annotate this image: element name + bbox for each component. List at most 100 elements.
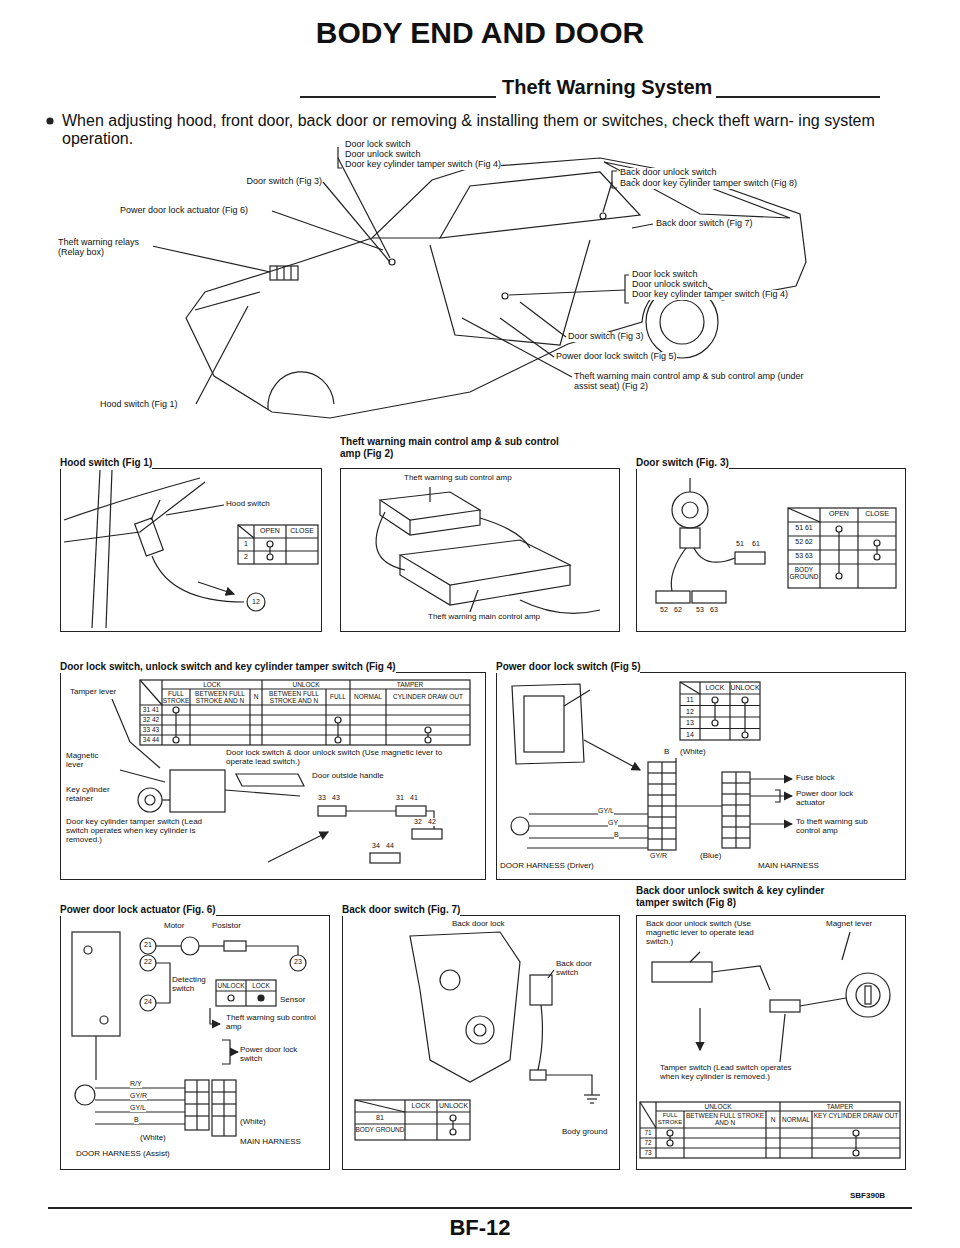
page-title: BODY END AND DOOR bbox=[40, 16, 920, 49]
part-label: Tamper switch (Lead switch operates when… bbox=[660, 1064, 800, 1082]
wire-code: (White) bbox=[680, 748, 706, 757]
table-cell: 71 bbox=[640, 1129, 656, 1136]
callout: Door lock switch bbox=[345, 140, 411, 150]
table-cell: 33 43 bbox=[140, 726, 162, 733]
callout: Theft warning main control amp & sub con… bbox=[574, 372, 804, 392]
part-label: Tamper lever bbox=[70, 688, 116, 697]
wire-code: (Blue) bbox=[700, 852, 721, 861]
table-cell: BODY GROUND bbox=[788, 566, 820, 580]
part-label: Posistor bbox=[212, 922, 241, 931]
figure-heading: Power door lock actuator (Fig. 6) bbox=[60, 904, 216, 916]
table-cell: N bbox=[250, 693, 262, 700]
part-label: Back door lock bbox=[452, 920, 504, 929]
part-label: Door lock switch & door unlock switch (U… bbox=[226, 749, 466, 767]
harness-name: MAIN HARNESS bbox=[758, 862, 819, 871]
table-cell: NORMAL bbox=[350, 693, 386, 700]
figure-code: SBF390B bbox=[850, 1192, 885, 1201]
connector-number: 61 bbox=[752, 540, 760, 548]
figure-heading: Theft warning main control amp & sub con… bbox=[340, 436, 580, 460]
callout: Door key cylinder tamper switch (Fig 4) bbox=[632, 290, 788, 300]
figure-panel: Theft warning main control amp & sub con… bbox=[340, 436, 620, 632]
table-cell: OPEN bbox=[820, 510, 858, 518]
table-cell: BETWEEN FULL STROKE AND N bbox=[684, 1112, 766, 1126]
table-cell: CLOSE bbox=[858, 510, 896, 518]
wire-code: (White) bbox=[240, 1118, 266, 1127]
table-cell: LOCK bbox=[162, 681, 262, 688]
part-label: Magnetic lever bbox=[66, 752, 116, 770]
part-label: Fuse block bbox=[796, 774, 835, 783]
connector-number: 51 bbox=[736, 540, 744, 548]
table-cell: BETWEEN FULL STROKE AND N bbox=[190, 690, 250, 704]
table-cell: FULL STROKE bbox=[162, 690, 190, 704]
section-heading: Theft Warning System bbox=[502, 76, 712, 98]
wire-code: B bbox=[134, 1116, 139, 1124]
part-label: Key cylinder retainer bbox=[66, 786, 126, 804]
table-cell: 81 bbox=[355, 1114, 405, 1122]
part-label: Motor bbox=[164, 922, 184, 931]
figure-frame bbox=[60, 468, 322, 632]
part-label: Power door lock actuator bbox=[796, 790, 866, 808]
part-label: Sensor bbox=[280, 996, 305, 1005]
table-cell: 14 bbox=[680, 731, 700, 739]
note: When adjusting hood, front door, back do… bbox=[62, 112, 922, 147]
figure-panel: Power door lock switch (Fig 5) bbox=[496, 656, 906, 880]
callout: Door unlock switch bbox=[632, 280, 708, 290]
part-label: Door key cylinder tamper switch (Lead sw… bbox=[66, 818, 206, 844]
table-cell: KEY CYLINDER DRAW OUT bbox=[812, 1112, 900, 1119]
part-label: Theft warning main control amp bbox=[428, 613, 540, 622]
connector-number: 22 bbox=[141, 958, 155, 966]
callout: Door unlock switch bbox=[345, 150, 421, 160]
connector-number: 32 bbox=[414, 818, 422, 826]
figure-frame bbox=[340, 468, 620, 632]
table-cell: 11 bbox=[680, 696, 700, 704]
connector-number: 62 bbox=[674, 606, 682, 614]
callout: Door lock switch bbox=[632, 270, 698, 280]
wire-code: GY bbox=[608, 819, 618, 827]
callout: Theft warning relays (Relay box) bbox=[58, 238, 153, 258]
figure-frame bbox=[496, 672, 906, 880]
callout: Door key cylinder tamper switch (Fig 4) bbox=[345, 160, 501, 170]
table-cell: 31 41 bbox=[140, 706, 162, 713]
figure-heading: Door switch (Fig. 3) bbox=[636, 457, 729, 469]
part-label: Door outside handle bbox=[312, 772, 384, 781]
table-cell: LOCK bbox=[700, 684, 730, 692]
part-label: Magnet lever bbox=[826, 920, 872, 929]
door-switch-figure bbox=[656, 478, 896, 603]
part-label: Body ground bbox=[562, 1128, 614, 1137]
figure-heading: Hood switch (Fig 1) bbox=[60, 457, 152, 469]
table-cell: CYLINDER DRAW OUT bbox=[386, 693, 470, 700]
table-cell: UNLOCK bbox=[437, 1102, 470, 1110]
table-cell: 51 61 bbox=[788, 524, 820, 532]
wire-code: B bbox=[614, 831, 619, 839]
connector-number: 52 bbox=[660, 606, 668, 614]
table-cell: LOCK bbox=[246, 982, 276, 989]
table-cell: 52 62 bbox=[788, 538, 820, 546]
figure-heading: Door lock switch, unlock switch and key … bbox=[60, 661, 396, 673]
part-label: Theft warning sub control amp bbox=[404, 474, 512, 483]
harness-name: DOOR HARNESS (Assist) bbox=[76, 1150, 186, 1159]
actuator-figure bbox=[72, 932, 306, 1136]
part-label: To theft warning sub control amp bbox=[796, 818, 876, 836]
callout: Door switch (Fig 3) bbox=[568, 332, 644, 342]
figure-frame bbox=[60, 915, 330, 1170]
wire-code: GY/L bbox=[598, 807, 614, 815]
wire-code: R/Y bbox=[130, 1080, 142, 1088]
figure-heading: Back door unlock switch & key cylinder t… bbox=[636, 885, 836, 909]
connector-number: 31 bbox=[396, 794, 404, 802]
figure-panel: Hood switch (Fig 1) bbox=[60, 452, 322, 632]
control-amp-figure bbox=[376, 487, 600, 613]
table-cell: NORMAL bbox=[780, 1116, 812, 1123]
table-cell: 32 42 bbox=[140, 716, 162, 723]
connector-number: 41 bbox=[410, 794, 418, 802]
page-number: BF-12 bbox=[430, 1216, 530, 1240]
table-cell: UNLOCK bbox=[730, 684, 760, 692]
part-label: Hood switch bbox=[226, 500, 270, 509]
table-cell: FULL bbox=[326, 693, 350, 700]
connector-number: 24 bbox=[141, 998, 155, 1006]
table-cell: 1 bbox=[238, 540, 254, 548]
table-cell: UNLOCK bbox=[262, 681, 350, 688]
wire-code: GY/L bbox=[130, 1104, 146, 1112]
callout: Back door key cylinder tamper switch (Fi… bbox=[620, 179, 797, 189]
table-cell: BODY GROUND bbox=[355, 1126, 405, 1133]
